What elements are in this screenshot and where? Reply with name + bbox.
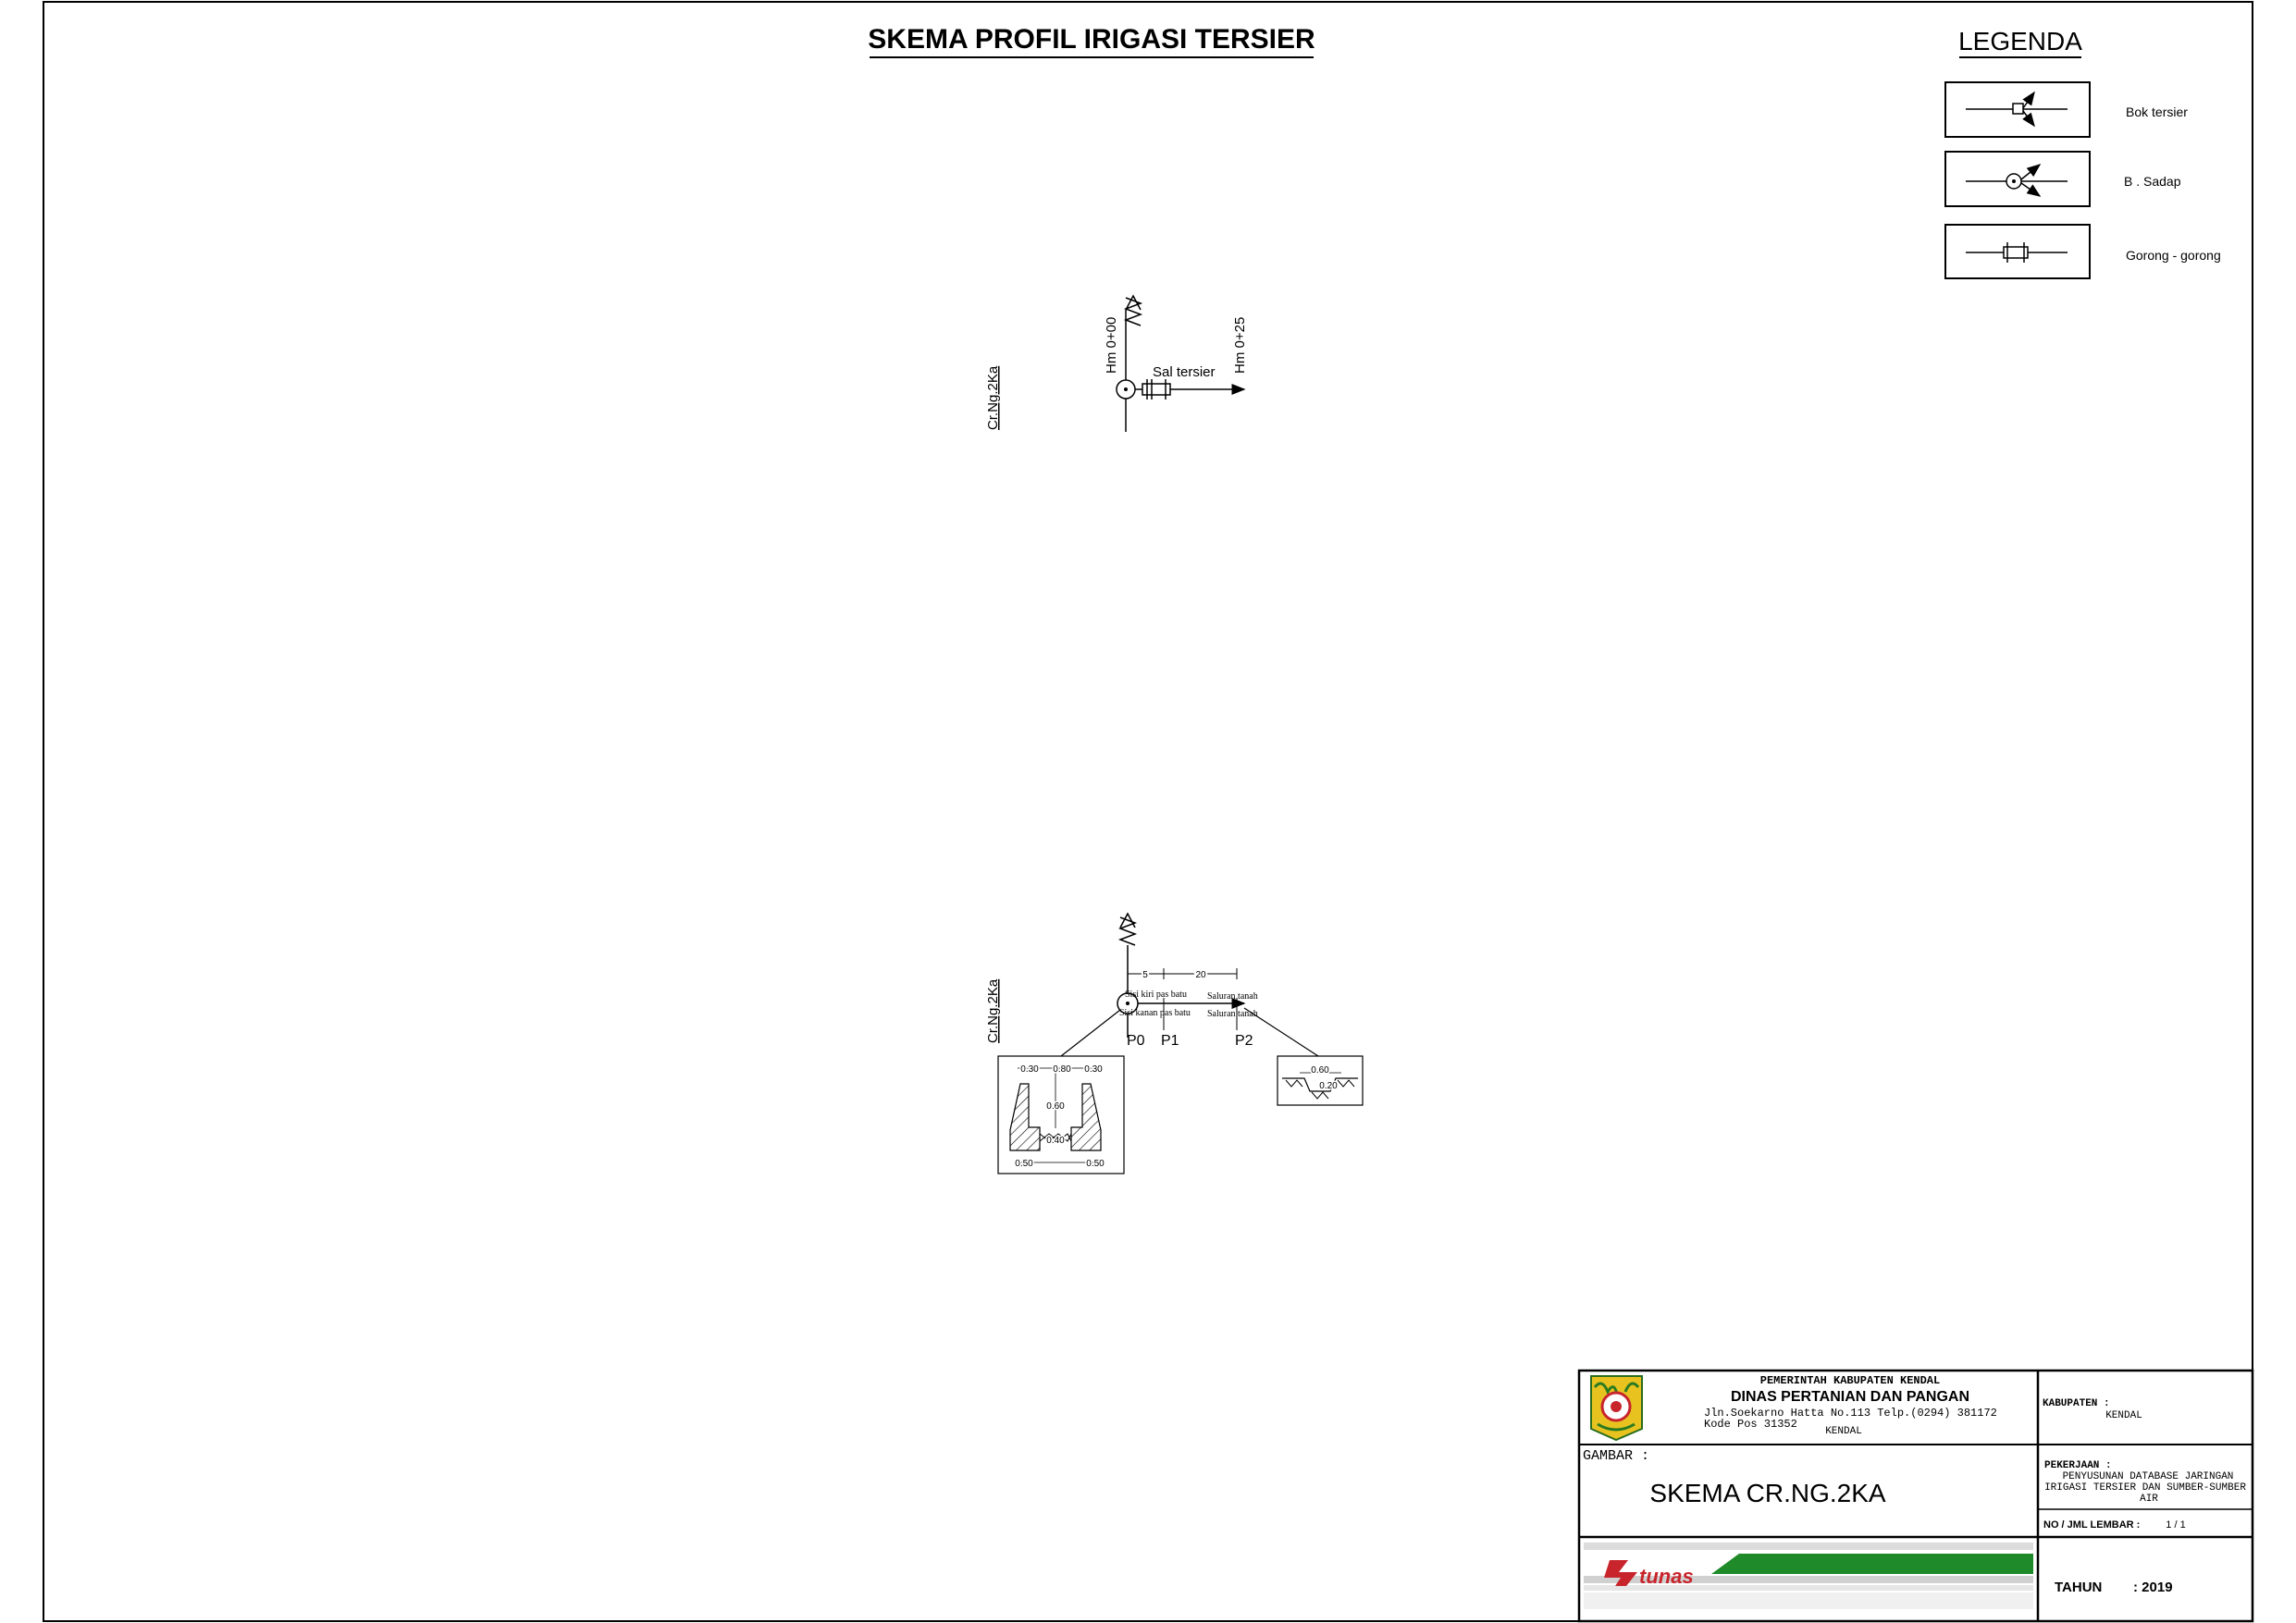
bangunan-sadap-symbol-icon [1966,164,2068,197]
tb-postal: Kode Pos 31352 [1704,1418,1797,1431]
dim-second: 20 [1195,970,1206,980]
legend-box-1 [1944,81,2091,138]
sec-left-base-left: 0.50 [1015,1159,1033,1169]
tb-kabupaten-value: KENDAL [2105,1410,2142,1421]
sec-left-top-left: 0.30 [1020,1064,1039,1075]
label-left-top: Sisi kiri pas batu [1125,990,1187,1000]
upper-end-station: Hm 0+25 [1232,317,1248,374]
tb-pekerjaan-label: PEKERJAAN : [2044,1460,2112,1471]
upper-gorong-icon [1142,379,1171,400]
upper-segment-label: Sal tersier [1153,364,1216,380]
legend-label-3: Gorong - gorong [2126,248,2221,263]
legend-heading: LEGENDA [1958,27,2082,55]
upper-start-station: Hm 0+00 [1104,317,1119,374]
label-right-top: Saluran tanah [1207,991,1258,1002]
lower-schema: Cr.Ng.2Ka 5 20 Sisi kiri pas batu Sisi k… [985,912,1364,1174]
bok-tersier-symbol-icon [1966,91,2068,128]
legend-label-2: B . Sadap [2124,174,2181,189]
cross-section-right: 0.60 0.20 [1277,1055,1364,1106]
consultant-logo: tunas [1584,1543,2033,1609]
tb-pekerjaan-line1: PENYUSUNAN DATABASE JARINGAN [2063,1471,2234,1482]
tb-sheet-label: NO / JML LEMBAR : [2043,1519,2140,1531]
sec-left-depth: 0.60 [1046,1101,1065,1112]
tb-dept: DINAS PERTANIAN DAN PANGAN [1731,1389,1969,1405]
tb-tahun-label: TAHUN [2055,1580,2102,1595]
sec-left-base-right: 0.50 [1086,1159,1105,1169]
sec-right-top-width: 0.60 [1311,1065,1329,1076]
page-title: SKEMA PROFIL IRIGASI TERSIER [868,24,1315,55]
sec-right-depth: 0.20 [1319,1081,1338,1091]
cross-section-left: 0.30 0.80 0.30 0.60 0.40 0.50 0.50 [997,1055,1125,1174]
tb-tahun-value: : 2019 [2133,1580,2173,1595]
upper-channel-name: Cr.Ng.2Ka [985,365,1001,430]
legend-label-1: Bok tersier [2126,105,2188,119]
label-left-bottom: Sisi kanan pas batu [1119,1008,1191,1018]
upper-schema: Cr.Ng.2Ka Hm 0+00 Hm 0+25 Sal tersier [985,294,1248,432]
tb-drawing-title: SKEMA CR.NG.2KA [1649,1479,1886,1507]
tb-address: Jln.Soekarno Hatta No.113 Telp.(0294) 38… [1704,1407,1997,1420]
dim-first: 5 [1142,970,1148,980]
consultant-name: tunas [1639,1565,1694,1588]
tb-city: KENDAL [1825,1426,1862,1437]
sec-left-top-mid: 0.80 [1053,1064,1071,1075]
tb-sheet-value: 1 / 1 [2166,1519,2185,1531]
lower-water-source-icon [1117,912,1138,946]
point-p1: P1 [1161,1033,1179,1049]
point-p2: P2 [1235,1033,1253,1049]
legend-box-2 [1944,151,2091,207]
legend-box-3 [1944,224,2091,279]
lower-channel-name: Cr.Ng.2Ka [985,978,1001,1043]
gorong-gorong-symbol-icon [1966,242,2068,263]
label-right-bottom: Saluran tanah [1207,1009,1258,1019]
point-p0: P0 [1127,1033,1145,1049]
sheet-border [43,1,2253,1622]
tb-pekerjaan-line2: IRIGASI TERSIER DAN SUMBER-SUMBER [2044,1482,2246,1494]
tb-gov: PEMERINTAH KABUPATEN KENDAL [1760,1374,1940,1387]
tb-kabupaten-label: KABUPATEN : [2043,1398,2110,1409]
tb-pekerjaan-line3: AIR [2140,1494,2158,1505]
tb-gambar-label: GAMBAR : [1583,1448,1649,1464]
title-block: PEMERINTAH KABUPATEN KENDAL DINAS PERTAN… [1577,1369,2254,1623]
legend: LEGENDA Bok tersier B . Sadap Gorong - g… [1944,27,2221,279]
upper-water-source-icon [1123,294,1143,326]
kendal-seal-logo [1590,1375,1643,1442]
sec-left-bottom-width: 0.40 [1046,1136,1065,1146]
sec-left-top-right: 0.30 [1084,1064,1103,1075]
